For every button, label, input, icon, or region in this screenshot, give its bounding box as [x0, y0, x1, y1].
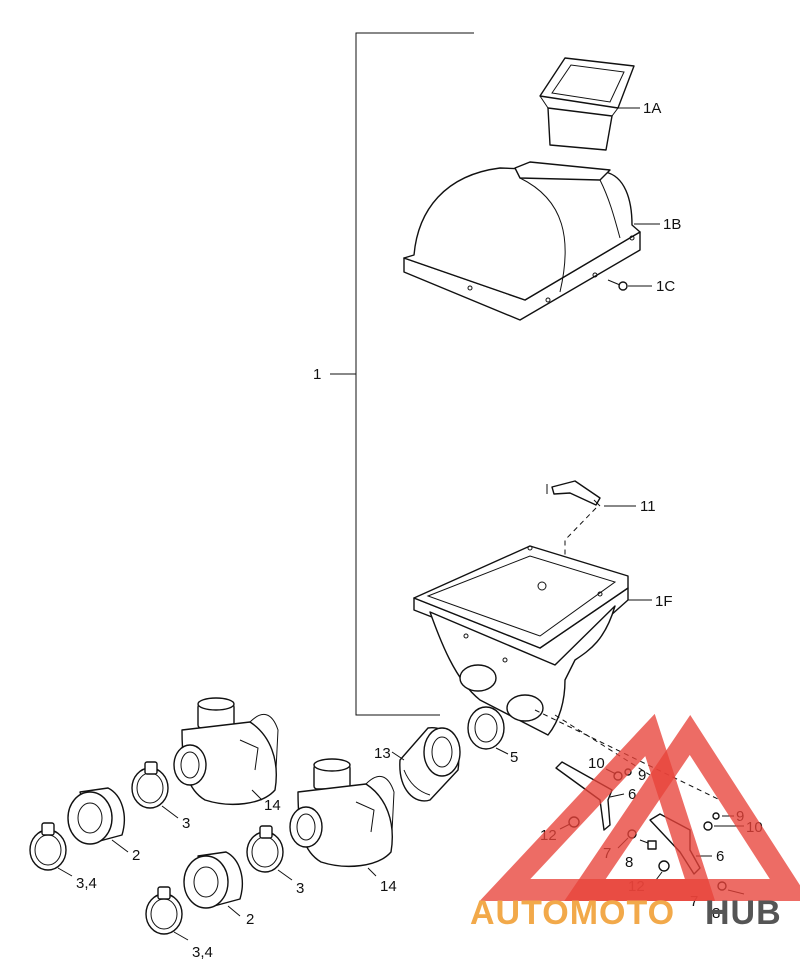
part-14-carburetor-upper — [173, 697, 279, 805]
part-5-seal-ring — [467, 706, 509, 755]
label-8-right: 8 — [712, 905, 720, 922]
label-34-lower: 3,4 — [192, 944, 213, 961]
label-9-left: 9 — [638, 767, 646, 784]
label-34-upper: 3,4 — [76, 875, 97, 892]
label-1f: 1F — [655, 593, 673, 610]
part-14-carburetor-lower — [289, 758, 395, 877]
part-1a-snorkel — [539, 57, 640, 151]
label-14-lower: 14 — [380, 878, 397, 895]
label-2-upper: 2 — [132, 847, 140, 864]
part-2-manifold-lower — [183, 851, 244, 917]
watermark-logo: AUTOMOTO HUB — [470, 713, 800, 932]
part-1f-airbox-base — [413, 545, 721, 801]
part-13-intake-boot — [391, 727, 461, 802]
label-1: 1 — [313, 366, 321, 383]
watermark-word-hub: HUB — [705, 894, 782, 932]
label-3-upper: 3 — [182, 815, 190, 832]
part-1b-airbox-lid — [403, 161, 660, 321]
part-34-clamp-upper — [29, 822, 73, 877]
part-34-clamp-lower — [145, 886, 189, 941]
label-6-left: 6 — [628, 786, 636, 803]
label-11: 11 — [640, 498, 656, 515]
part-2-manifold-upper — [67, 787, 129, 853]
label-6-right: 6 — [716, 848, 724, 865]
label-10-left: 10 — [588, 755, 605, 772]
label-1a: 1A — [643, 100, 661, 117]
part-3-clamp-lower — [246, 825, 293, 881]
part-1c-screw — [607, 279, 652, 291]
label-7-right: 7 — [690, 893, 698, 910]
label-1b: 1B — [663, 216, 681, 233]
assembly-bracket — [330, 32, 474, 716]
label-5: 5 — [510, 749, 518, 766]
label-1c: 1C — [656, 278, 675, 295]
part-11-clip — [546, 480, 636, 580]
watermark-word-automoto: AUTOMOTO — [470, 894, 675, 932]
label-3-lower: 3 — [296, 880, 304, 897]
label-13: 13 — [374, 745, 391, 762]
label-8-left: 8 — [625, 854, 633, 871]
label-2-lower: 2 — [246, 911, 254, 928]
label-14-upper: 14 — [264, 797, 281, 814]
part-3-clamp-upper — [131, 761, 179, 819]
